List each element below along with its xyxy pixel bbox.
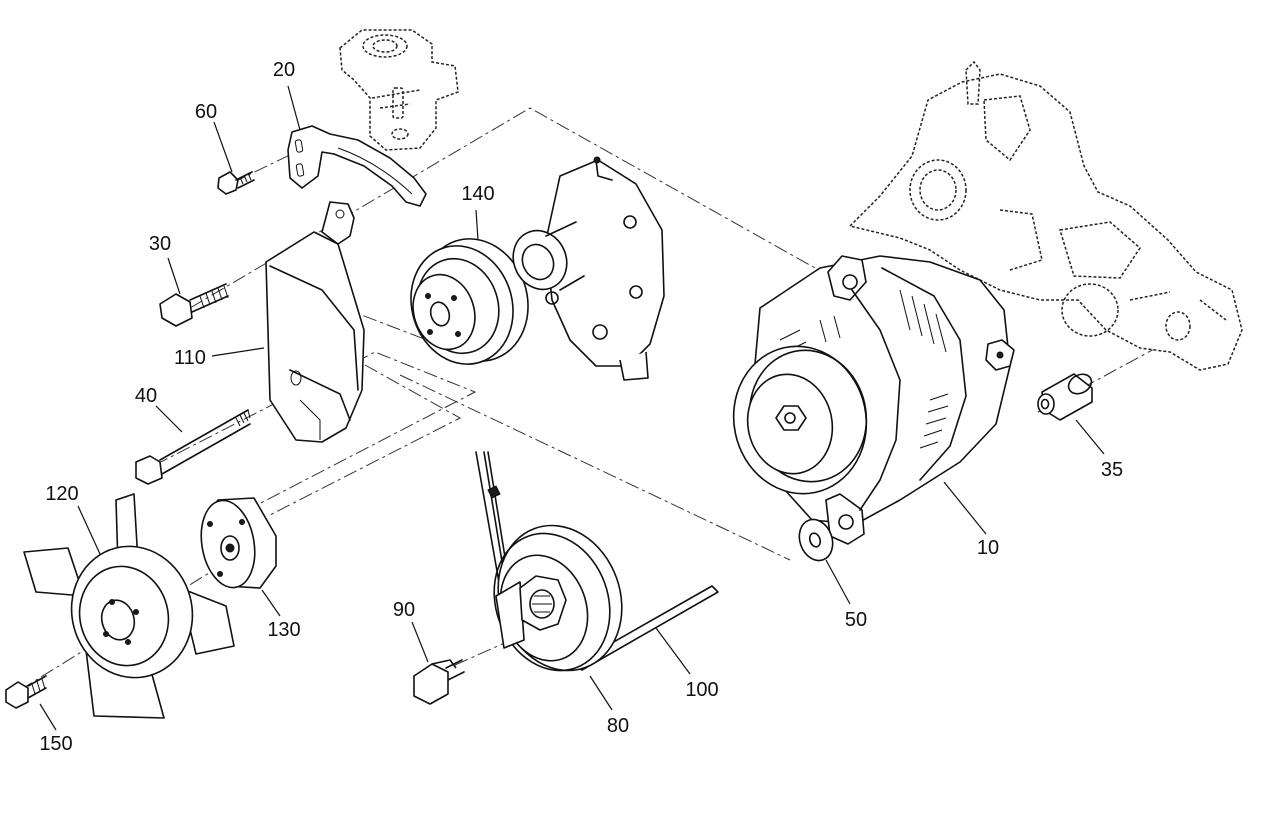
water-pump (512, 156, 665, 381)
callout-90: 90 (393, 599, 415, 621)
cooling-fan (23, 493, 235, 719)
water-pump-pulley (410, 238, 529, 365)
washer-50 (798, 518, 834, 562)
callout-80: 80 (607, 715, 629, 737)
collar-35 (1037, 373, 1093, 421)
fan-spacer (200, 497, 277, 589)
engine-block-outline (848, 60, 1243, 371)
bolt-40 (135, 409, 251, 485)
callout-110: 110 (174, 347, 206, 369)
crankshaft-pulley (493, 524, 623, 672)
callout-35: 35 (1101, 459, 1123, 481)
callout-30: 30 (149, 233, 171, 255)
callout-labels: 20 60 30 110 40 140 120 130 150 90 80 10… (39, 59, 1123, 755)
callout-50: 50 (845, 609, 867, 631)
adjusting-bracket (287, 125, 427, 207)
bolt-150 (5, 675, 47, 709)
leader-lines (39, 85, 1105, 731)
callout-40: 40 (135, 385, 157, 407)
bolt-90 (413, 659, 465, 705)
belt-cover (265, 201, 365, 443)
callout-100: 100 (685, 679, 718, 701)
callout-150: 150 (39, 733, 72, 755)
callout-60: 60 (195, 101, 217, 123)
callout-10: 10 (977, 537, 999, 559)
callout-140: 140 (461, 183, 494, 205)
callout-20: 20 (273, 59, 295, 81)
bolt-30 (159, 283, 229, 327)
callout-130: 130 (267, 619, 300, 641)
alternator (732, 255, 1015, 545)
thermostat-housing (339, 29, 459, 151)
bolt-60 (217, 171, 255, 195)
callout-120: 120 (45, 483, 78, 505)
